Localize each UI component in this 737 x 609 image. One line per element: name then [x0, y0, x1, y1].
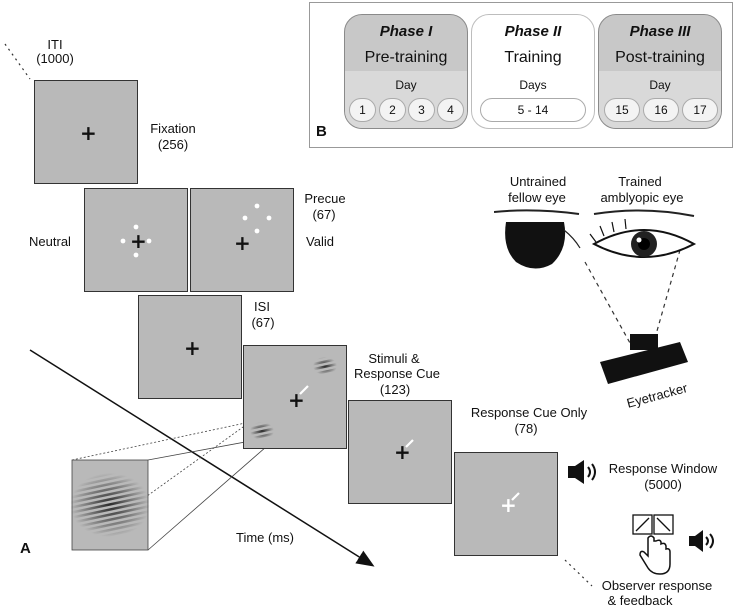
response-window-value: (5000)	[644, 477, 682, 492]
untrained-eye-label-2: fellow eye	[508, 190, 566, 205]
eyetracker-icon	[600, 334, 688, 384]
response-cue-line	[405, 439, 414, 448]
valid-cue-dots	[242, 203, 272, 234]
stimuli-value: (123)	[379, 382, 411, 397]
phase-2-card: Phase II Training Days 5 - 14	[471, 14, 595, 129]
response-cue-title: Response Cue Only	[470, 405, 588, 420]
eyes-illustration	[494, 209, 697, 269]
gabor-stimuli	[299, 385, 309, 395]
day-pill: 3	[408, 98, 435, 122]
observer-line-1: Observer response	[601, 578, 713, 593]
day-pill: 16	[643, 98, 679, 122]
untrained-eye-label-1: Untrained	[509, 174, 567, 189]
trained-eye-label-1: Trained	[618, 174, 662, 189]
phase-1-title: Phase I	[379, 23, 433, 40]
iti-dotted-line	[4, 43, 31, 80]
fixation-frame: +	[34, 80, 138, 184]
response-cue-frame: +	[348, 400, 452, 504]
iti-title: ITI	[47, 37, 63, 52]
stimuli-title-1: Stimuli &	[368, 351, 420, 366]
fixation-cross: +	[184, 336, 201, 360]
isi-value: (67)	[251, 315, 275, 330]
iti-value: (1000)	[36, 51, 74, 66]
fixation-cross: +	[130, 229, 147, 253]
observer-dotted-line	[564, 559, 593, 587]
fixation-title: Fixation	[150, 121, 196, 136]
precue-neutral-label: Neutral	[29, 234, 71, 249]
day-pill: 17	[682, 98, 718, 122]
fixation-cross: +	[288, 388, 305, 412]
feedback-speaker-icon	[689, 530, 714, 552]
fixation-cross: +	[80, 121, 97, 145]
day-pill: 1	[349, 98, 376, 122]
response-window-frame: +	[454, 452, 558, 556]
phase-1-card: Phase I Pre-training Day 1 2 3 4	[344, 14, 468, 129]
response-cue-value: (78)	[514, 421, 538, 436]
precue-title: Precue	[304, 191, 346, 206]
response-keys-icon	[632, 514, 674, 575]
eye-patch-icon	[505, 222, 566, 269]
phase-1-day-label: Day	[395, 78, 417, 92]
precue-value: (67)	[312, 207, 336, 222]
isi-title: ISI	[254, 299, 270, 314]
phase-3-subtitle: Post-training	[615, 49, 705, 66]
phase-3-title: Phase III	[629, 23, 691, 40]
phase-2-title: Phase II	[504, 23, 562, 40]
phase-2-day-label: Days	[519, 78, 547, 92]
speaker-icon	[568, 460, 596, 484]
trained-eye-label-2: amblyopic eye	[600, 190, 684, 205]
precue-valid-frame: +	[190, 188, 294, 292]
precue-neutral-frame: +	[84, 188, 188, 292]
stimuli-title-2: Response Cue	[354, 366, 440, 381]
precue-valid-label: Valid	[306, 234, 334, 249]
phase-2-subtitle: Training	[504, 49, 562, 66]
phase-panel: B Phase I Pre-training Day 1 2 3 4 Phase…	[309, 2, 733, 148]
phase-3-day-label: Day	[649, 78, 671, 92]
hand-icon	[639, 535, 671, 575]
fixation-cross: +	[234, 231, 251, 255]
day-pill: 2	[379, 98, 406, 122]
panel-b-label: B	[316, 123, 327, 140]
phase-3-card: Phase III Post-training Day 15 16 17	[598, 14, 722, 129]
observer-line-2: & feedback	[607, 593, 673, 608]
time-axis-label: Time (ms)	[235, 530, 294, 545]
response-window-title: Response Window	[608, 461, 718, 476]
day-pill: 4	[437, 98, 464, 122]
day-pill: 5 - 14	[480, 98, 586, 122]
panel-a-label: A	[20, 540, 31, 557]
day-pill: 15	[604, 98, 640, 122]
fixation-value: (256)	[157, 137, 189, 152]
isi-frame: +	[138, 295, 242, 399]
response-cue-line	[511, 492, 520, 501]
phase-1-subtitle: Pre-training	[364, 49, 448, 66]
neutral-cue-dots	[120, 224, 152, 258]
